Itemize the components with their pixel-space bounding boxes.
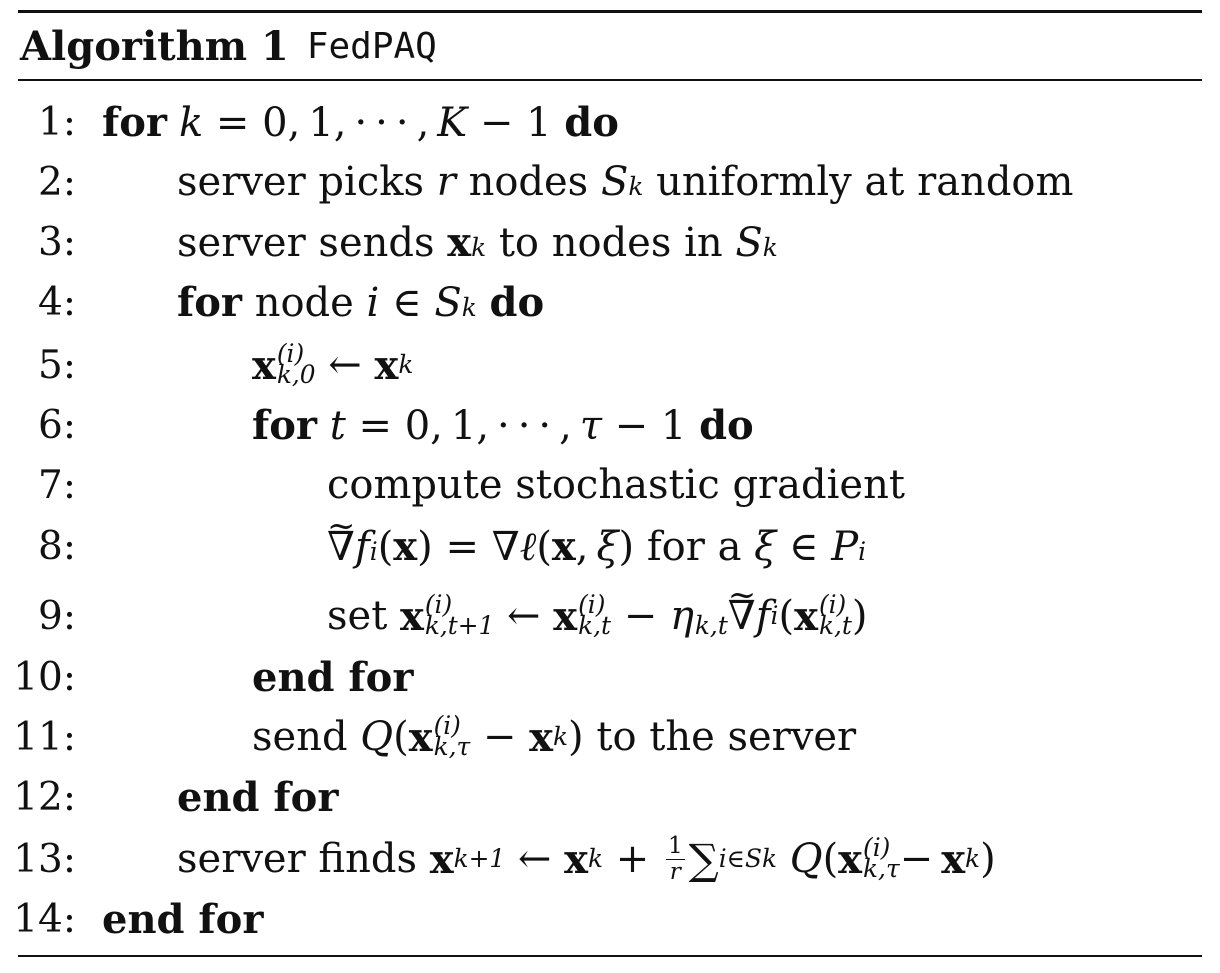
algorithm-name: FedPAQ [306,25,437,67]
line-number: 1: [38,99,76,145]
line-number: 6: [38,402,76,448]
algorithm-line-14: 14: end for [0,889,263,949]
bottom-rule [18,955,1202,957]
line-number: 14: [13,896,76,942]
algorithm-caption: Algorithm 1 FedPAQ [20,18,437,74]
line-content: ∇fi(x) = ∇ℓ(x, ξ) for a ξ ∈ Pi [327,506,866,570]
caption-rule [18,79,1202,81]
keyword-do: do [564,98,619,146]
line-number: 7: [38,462,76,508]
line-number: 3: [38,219,76,265]
algorithm-line-9: 9: set x(i)k,t+1 ← x(i)k,t − η k,t∇fi(x(… [0,575,867,646]
line-content: for t = 0, 1, · · · , τ − 1 do [252,401,754,449]
line-content: end for [102,895,264,943]
line-number: 9: [38,593,76,639]
line-content: end for [252,653,414,701]
algorithm-label: Algorithm 1 [20,22,289,70]
algorithm-line-6: 6: for t = 0, 1, · · · , τ − 1 do [0,395,754,455]
algorithm-line-1: 1: for k = 0, 1, · · · , K − 1 do [0,92,619,152]
line-content: for k = 0, 1, · · · , K − 1 do [102,98,619,146]
algorithm-line-8: 8: ∇fi(x) = ∇ℓ(x, ξ) for a ξ ∈ Pi [0,506,866,576]
keyword-for: for [102,98,167,146]
line-content: end for [177,773,339,821]
algorithm-line-12: 12: end for [0,767,338,827]
line-number: 13: [13,836,76,882]
algorithm-line-10: 10: end for [0,647,413,707]
line-number: 2: [38,159,76,205]
line-number: 5: [38,342,76,388]
line-content: compute stochastic gradient [327,462,905,508]
top-rule [18,10,1202,13]
line-number: 4: [38,279,76,325]
algorithm-line-7: 7: compute stochastic gradient [0,455,905,515]
line-number: 10: [13,654,76,700]
line-number: 12: [13,774,76,820]
line-content: set x(i)k,t+1 ← x(i)k,t − η k,t∇fi(x(i)k… [327,575,867,639]
line-number: 11: [13,714,76,760]
line-number: 8: [38,523,76,569]
